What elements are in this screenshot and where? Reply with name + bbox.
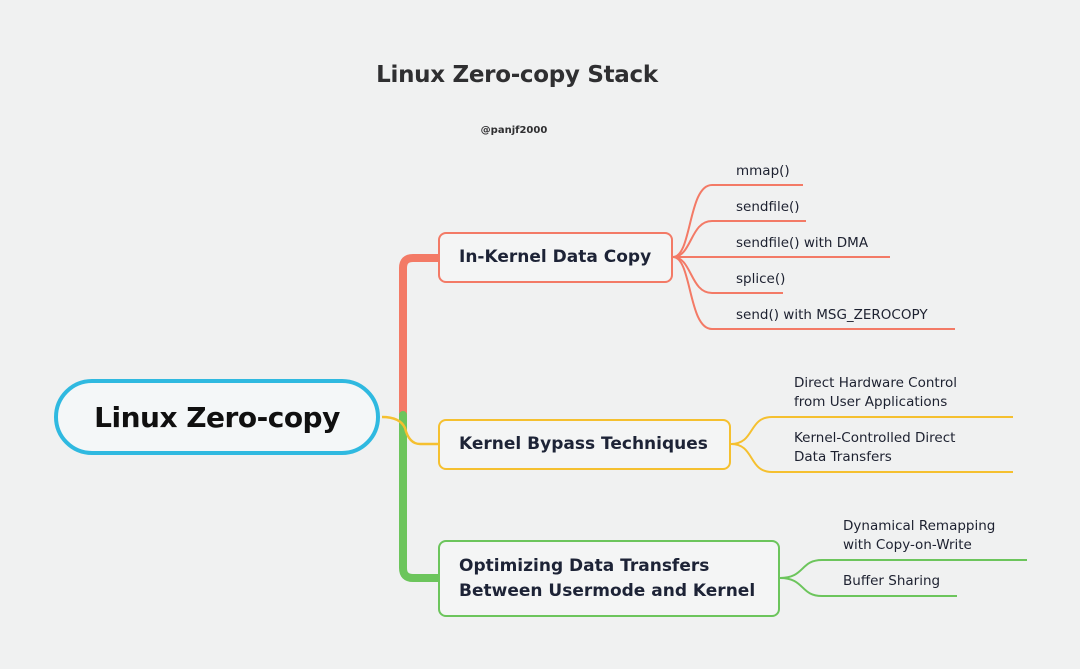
branch-in-kernel-data-copy: In-Kernel Data Copy	[438, 232, 673, 283]
leaf-line: with Copy-on-Write	[843, 537, 972, 553]
branch-label: Kernel Bypass Techniques	[459, 434, 708, 455]
branch-label-line1: Optimizing Data Transfers	[459, 555, 710, 576]
leaf-line: Direct Hardware Control	[794, 375, 957, 391]
trunk-yellow	[381, 415, 438, 446]
leaf-send-zerocopy: send() with MSG_ZEROCOPY	[736, 307, 928, 323]
leaf-dynamical-remapping: Dynamical Remapping with Copy-on-Write	[843, 517, 995, 555]
connector-sendfile	[672, 220, 806, 258]
trunk-red	[399, 254, 442, 419]
branch-label-line2: Between Usermode and Kernel	[459, 580, 756, 601]
connector-send-zerocopy	[672, 256, 955, 330]
branch-label: In-Kernel Data Copy	[459, 247, 652, 268]
author-handle: @panjf2000	[480, 125, 548, 136]
leaf-line: from User Applications	[794, 394, 948, 410]
connector-direct-hardware	[730, 416, 1013, 445]
leaf-buffer-sharing: Buffer Sharing	[843, 573, 941, 589]
branch-optimizing-transfers: Optimizing Data Transfers Between Usermo…	[438, 540, 780, 617]
leaf-sendfile: sendfile()	[736, 199, 800, 215]
leaf-kernel-controlled-transfers: Kernel-Controlled Direct Data Transfers	[794, 429, 955, 467]
diagram-title: Linux Zero-copy Stack	[376, 62, 658, 88]
trunk-green	[399, 411, 442, 582]
connector-kernel-controlled	[730, 443, 1013, 473]
leaf-sendfile-dma: sendfile() with DMA	[736, 235, 869, 251]
connector-remapping	[779, 559, 1027, 579]
leaf-direct-hardware-control: Direct Hardware Control from User Applic…	[794, 374, 957, 412]
leaf-line: Kernel-Controlled Direct	[794, 430, 956, 446]
root-node-label: Linux Zero-copy	[94, 400, 340, 434]
leaf-mmap: mmap()	[736, 163, 790, 179]
connector-buffer-sharing	[779, 577, 957, 597]
branch-2-connectors	[730, 416, 1013, 473]
root-node: Linux Zero-copy	[54, 379, 380, 455]
branch-kernel-bypass: Kernel Bypass Techniques	[438, 419, 731, 470]
branch-3-connectors	[779, 559, 1027, 597]
leaf-line: Data Transfers	[794, 449, 892, 465]
branch-1-connectors	[672, 184, 955, 330]
connector-mmap	[672, 184, 803, 258]
leaf-line: Dynamical Remapping	[843, 518, 996, 534]
leaf-splice: splice()	[736, 271, 786, 287]
